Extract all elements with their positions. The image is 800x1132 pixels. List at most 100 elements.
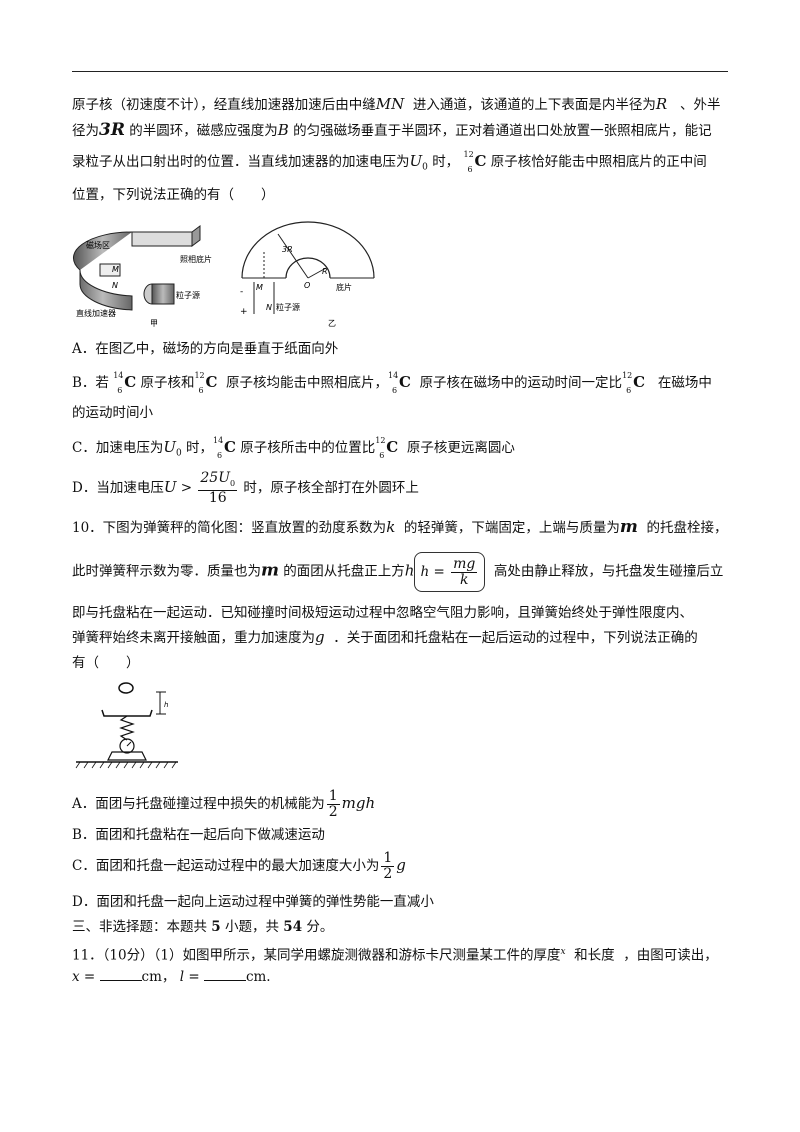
label-minus: -: [240, 287, 243, 297]
atomic-number: 6: [117, 386, 123, 395]
magnet-ring-shape: [73, 231, 133, 311]
atomic-number: 6: [198, 386, 204, 395]
outer-arc: [241, 221, 375, 279]
text: 的托盘栓接，: [646, 520, 728, 536]
text: A．在图乙中，磁场的方向是垂直于纸面向外: [72, 341, 339, 357]
label-particle-source: 粒子源: [276, 302, 300, 312]
symbol-x-small: x: [560, 947, 566, 957]
mass-number: 14: [113, 371, 124, 380]
text: 三、非选择题：本题共: [72, 919, 212, 935]
symbol-3R: 3R: [99, 120, 125, 140]
label-yi: 乙: [328, 319, 336, 328]
text: 高处由静止释放，与托盘发生碰撞后立: [493, 563, 724, 580]
atomic-number: 6: [217, 451, 223, 460]
q9-stem-line4: 位置，下列说法正确的有（ ）: [72, 186, 275, 204]
equals: =: [188, 969, 200, 985]
symbol-MN: MN: [375, 95, 405, 113]
label-magnetic-zone: 磁场区: [86, 240, 110, 250]
element: C: [124, 373, 137, 391]
atomic-number: 6: [379, 451, 385, 460]
label-particle-source: 粒子源: [176, 290, 200, 300]
mass-number: 12: [622, 371, 633, 380]
q9-stem-line1: 原子核（初速度不计），经直线加速器加速后由中缝MN 进入通道，该通道的上下表面是…: [72, 95, 721, 114]
text: 原子核所击中的位置比: [240, 440, 376, 456]
total-score: 54: [283, 919, 303, 935]
symbol-U0: U: [163, 438, 176, 456]
text: 原子核更远离圆心: [406, 440, 515, 456]
q11-line2: x = cm， l = cm.: [72, 968, 271, 986]
text: 的运动时间小: [72, 405, 153, 421]
text: 在磁场中: [657, 375, 712, 391]
channel-top-shape: [131, 231, 193, 247]
text: 的面团从托盘正上方: [283, 563, 405, 580]
text: C．加速电压为: [72, 440, 164, 456]
text: 时，: [186, 440, 214, 456]
label-film: 照相底片: [180, 254, 212, 264]
spring-scale-figure: h: [75, 682, 178, 769]
text: 的半圆环，磁感应强度为: [129, 123, 278, 139]
text: 10．下图为弹簧秤的简化图：竖直放置的劲度系数为: [72, 520, 387, 536]
figure-jia: 磁场区 照相底片 M N 粒子源 直线加速器 甲: [73, 225, 212, 328]
symbol-l: l: [179, 969, 185, 985]
atomic-number: 6: [392, 386, 398, 395]
subscript: 0: [176, 448, 182, 459]
label-N: N: [266, 303, 272, 312]
symbol-k: k: [386, 518, 396, 536]
text: 弹簧秤始终未离开接触面，重力加速度为: [72, 630, 315, 646]
dial-needle: [126, 741, 132, 747]
greater-than: >: [180, 480, 193, 496]
section3-heading: 三、非选择题：本题共 5 小题，共 54 分。: [72, 918, 333, 936]
unit-cm: cm，: [141, 969, 176, 985]
text: 原子核均能击中照相底片，: [226, 375, 389, 391]
text: 、外半: [680, 97, 721, 113]
text: 时，: [432, 154, 460, 170]
label-h: h: [164, 701, 168, 709]
answer-blank-x[interactable]: [99, 968, 142, 981]
numerator: mg: [451, 556, 478, 573]
question-count: 5: [211, 919, 221, 935]
text: 时，原子核全部打在外圆环上: [243, 480, 419, 496]
spring-shape: [119, 715, 135, 741]
subscript: 0: [422, 162, 428, 173]
symbol-U: U: [163, 478, 177, 496]
equals: =: [83, 969, 96, 985]
symbol-g: g: [396, 856, 406, 874]
label-plus: +: [240, 307, 248, 317]
text: 的轻弹簧，下端固定，上端与质量为: [403, 520, 620, 536]
mass-number: 14: [213, 436, 224, 445]
denominator: 2: [383, 866, 393, 882]
text: ．关于面团和托盘粘在一起后运动的过程中，下列说法正确的: [333, 630, 698, 646]
element: C: [205, 373, 218, 391]
text: 11．（10分）（1）如图甲所示，某同学用螺旋测微器和游标卡尺测量某工件的厚度: [72, 947, 561, 964]
numerator: 1: [326, 788, 340, 805]
q9-stem-line2: 径为3R 的半圆环，磁感应强度为B 的匀强磁场垂直于半圆环，正对着通道出口处放置…: [72, 121, 712, 140]
text: A．面团与托盘碰撞过程中损失的机械能为: [72, 796, 325, 812]
symbol-mgh: mgh: [341, 794, 376, 812]
symbol-m: m: [261, 560, 279, 581]
symbol-B: B: [277, 121, 289, 139]
figure-yi: 3R R O M N 底片 粒子源 - + 乙: [240, 221, 375, 328]
q9-option-a: A．在图乙中，磁场的方向是垂直于纸面向外: [72, 340, 338, 358]
symbol-h: h: [404, 561, 415, 580]
label-3R: 3R: [282, 245, 293, 254]
answer-blank-l[interactable]: [203, 968, 246, 981]
radius-3R: [277, 233, 309, 279]
text: ，由图可读出，: [623, 947, 718, 964]
unit-cm: cm.: [245, 969, 271, 985]
element: C: [224, 438, 236, 456]
text: D．面团和托盘一起向上运动过程中弹簧的弹性势能一直减小: [72, 894, 434, 910]
q9-option-b-cont: 的运动时间小: [72, 404, 153, 422]
ground-hatching: [75, 761, 177, 769]
base-shape: [107, 751, 147, 761]
element: C: [633, 373, 646, 391]
